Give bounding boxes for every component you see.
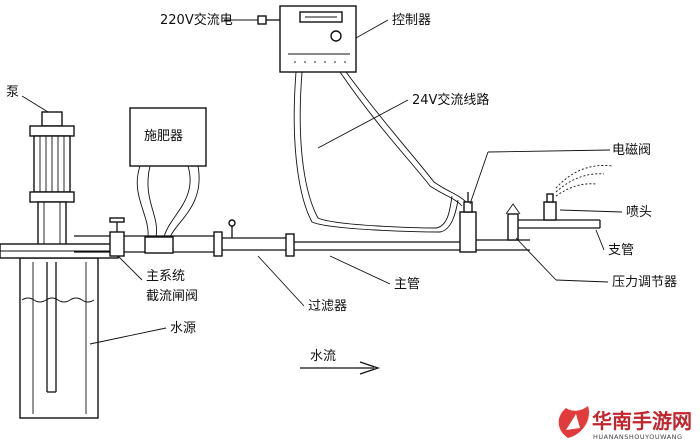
label-fertilizer: 施肥器 <box>144 129 183 144</box>
watermark-subtext: HUANANSHOUYOUWANG <box>593 433 683 441</box>
sprinkler-nozzle <box>543 165 613 221</box>
label-pressure-regulator: 压力调节器 <box>612 275 677 290</box>
water-flow-arrow <box>300 361 381 375</box>
label-main-valve-2: 截流闸阀 <box>146 289 198 304</box>
label-water-flow: 水流 <box>310 349 336 364</box>
label-water-source: 水源 <box>170 321 196 336</box>
main-valve <box>109 217 125 257</box>
watermark-logo: 华南手游网 HUANANSHOUYOUWANG <box>558 406 692 441</box>
filter <box>213 219 295 257</box>
fertilizer-injector <box>129 107 207 254</box>
label-main-valve-1: 主系统 <box>146 269 185 284</box>
watermark-text: 华南手游网 <box>592 409 692 433</box>
label-filter: 过滤器 <box>308 299 347 314</box>
solenoid-valve <box>459 192 477 253</box>
pump <box>0 111 119 259</box>
label-nozzle: 喷头 <box>626 205 652 220</box>
label-branch: 支管 <box>608 243 634 258</box>
water-well <box>19 257 99 419</box>
controller <box>257 5 357 73</box>
label-controller: 控制器 <box>392 13 431 28</box>
leader-lines <box>21 19 623 345</box>
label-pump: 泵 <box>6 85 19 100</box>
wiring-24v <box>293 71 467 233</box>
label-solenoid: 电磁阀 <box>612 143 651 158</box>
label-24v-line: 24V交流线路 <box>412 92 489 108</box>
label-main-pipe: 主管 <box>394 277 420 292</box>
label-power: 220V交流电 <box>160 12 233 28</box>
pressure-regulator <box>505 203 601 241</box>
